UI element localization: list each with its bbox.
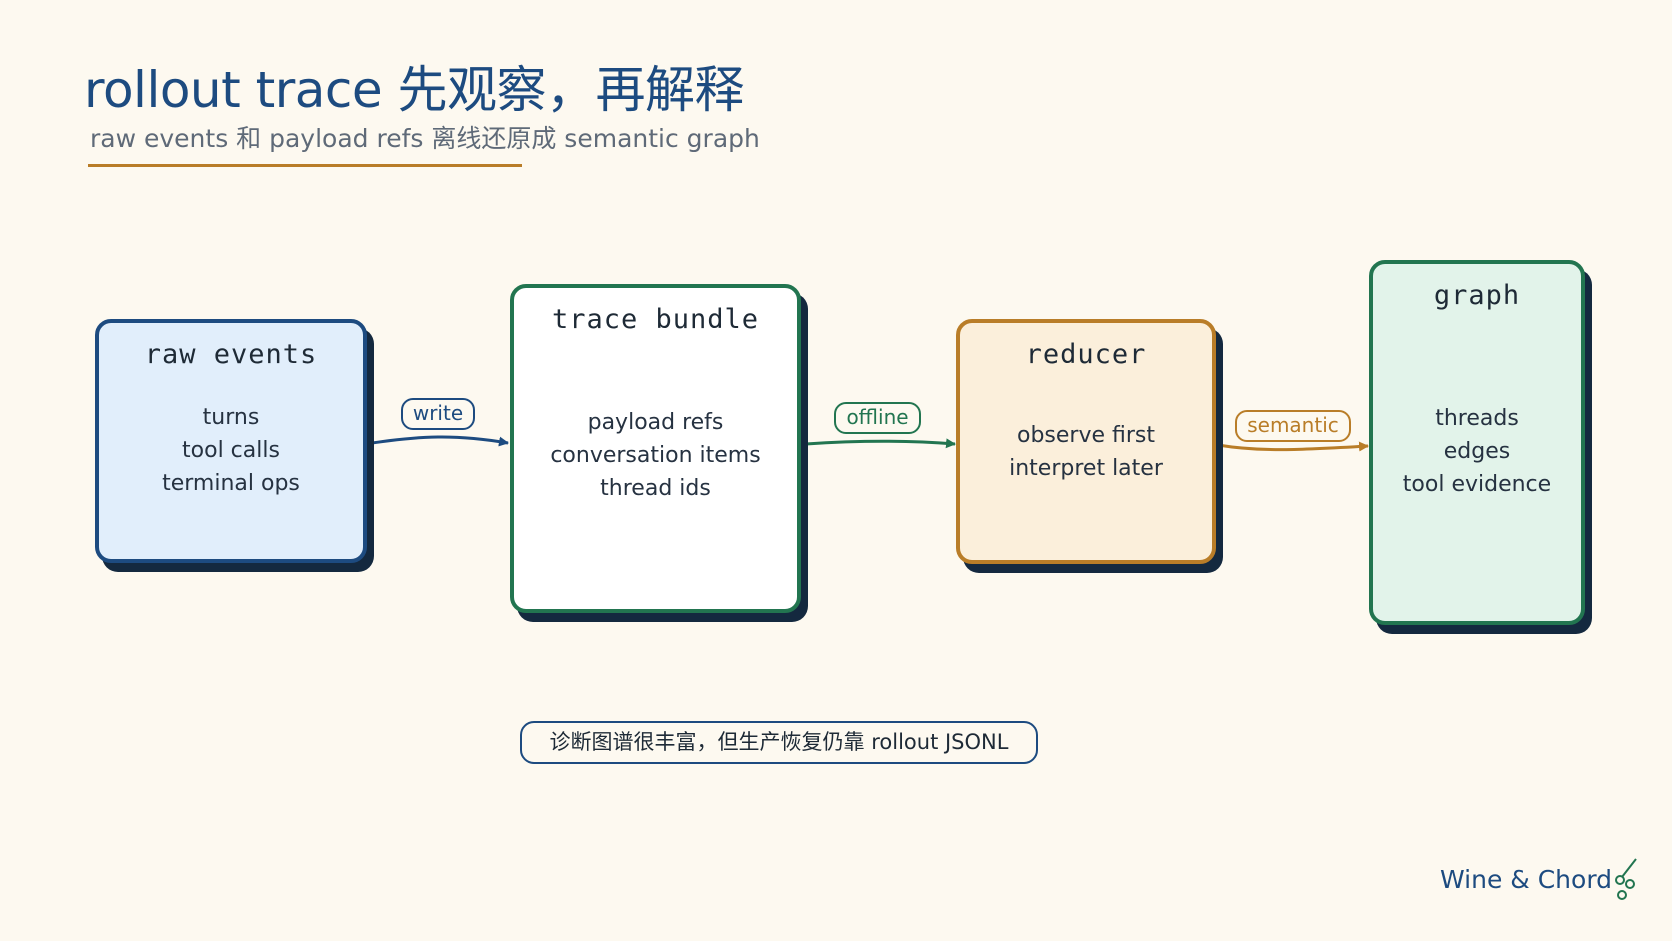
node-heading: reducer [1025,339,1147,370]
brand-name: Wine & Chord [1440,865,1613,894]
node-trace-bundle: trace bundle payload refs conversation i… [510,284,801,613]
page-subtitle: raw events 和 payload refs 离线还原成 semantic… [90,124,760,153]
footnote-callout: 诊断图谱很丰富，但生产恢复仍靠 rollout JSONL [520,721,1038,764]
arrow-offline [805,438,956,449]
node-line: conversation items [550,443,761,468]
arrow-write [371,435,509,447]
brand-logo: Wine & Chord [1440,865,1612,894]
arrow-semantic [1217,441,1369,452]
node-line: terminal ops [162,471,300,496]
node-line: tool evidence [1402,472,1552,497]
node-line: threads [1435,406,1519,431]
node-heading: trace bundle [551,304,760,335]
node-graph: graph threads edges tool evidence [1369,260,1585,625]
node-reducer: reducer observe first interpret later [956,319,1216,564]
page-title: rollout trace 先观察，再解释 [84,61,745,119]
node-line: thread ids [600,476,711,501]
node-line: edges [1443,439,1511,464]
node-heading: raw events [144,339,318,370]
edge-label-offline: offline [834,402,921,434]
node-raw-events: raw events turns tool calls terminal ops [95,319,367,563]
title-underline [88,164,522,167]
node-line: observe first [1016,423,1155,448]
node-line: payload refs [587,410,724,435]
edge-label-write: write [401,398,475,430]
node-line: turns [202,405,260,430]
node-line: interpret later [1009,456,1163,481]
node-line: tool calls [182,438,280,463]
node-heading: graph [1433,280,1521,311]
chord-logo-icon [1615,858,1637,900]
edge-label-semantic: semantic [1235,410,1351,442]
